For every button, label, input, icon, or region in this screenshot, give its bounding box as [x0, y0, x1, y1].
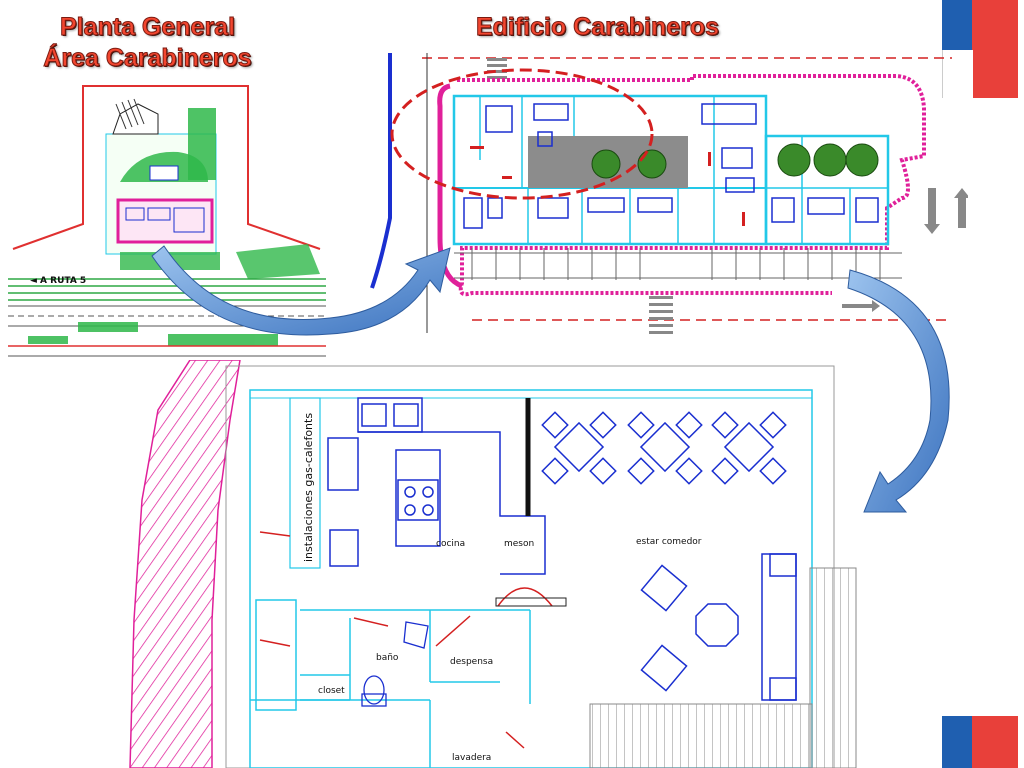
planta-general-title: Planta General Área Carabineros	[20, 12, 275, 74]
room-cocina: cocina	[436, 539, 465, 549]
room-bano: baño	[376, 653, 399, 663]
room-lavadera: lavadera	[452, 753, 491, 763]
room-meson: meson	[504, 539, 534, 549]
floor-plan: instalaciones gas-calefonts	[129, 360, 857, 768]
flag-decoration-top	[942, 0, 1018, 98]
room-estar-comedor: estar comedor	[636, 537, 702, 547]
room-instalaciones: instalaciones gas-calefonts	[302, 413, 315, 562]
flag-decoration-bottom	[942, 716, 1018, 768]
road-label: ◄ A RUTA 5	[30, 276, 86, 286]
planta-general-title-line2: Área Carabineros	[43, 44, 252, 73]
site-plan: ◄ A RUTA 5	[8, 74, 326, 364]
edificio-title: Edificio Carabineros	[475, 13, 720, 42]
building-plan	[370, 53, 968, 334]
planta-general-title-line1: Planta General	[59, 13, 236, 42]
room-closet: closet	[318, 686, 345, 696]
room-despensa: despensa	[450, 657, 493, 667]
